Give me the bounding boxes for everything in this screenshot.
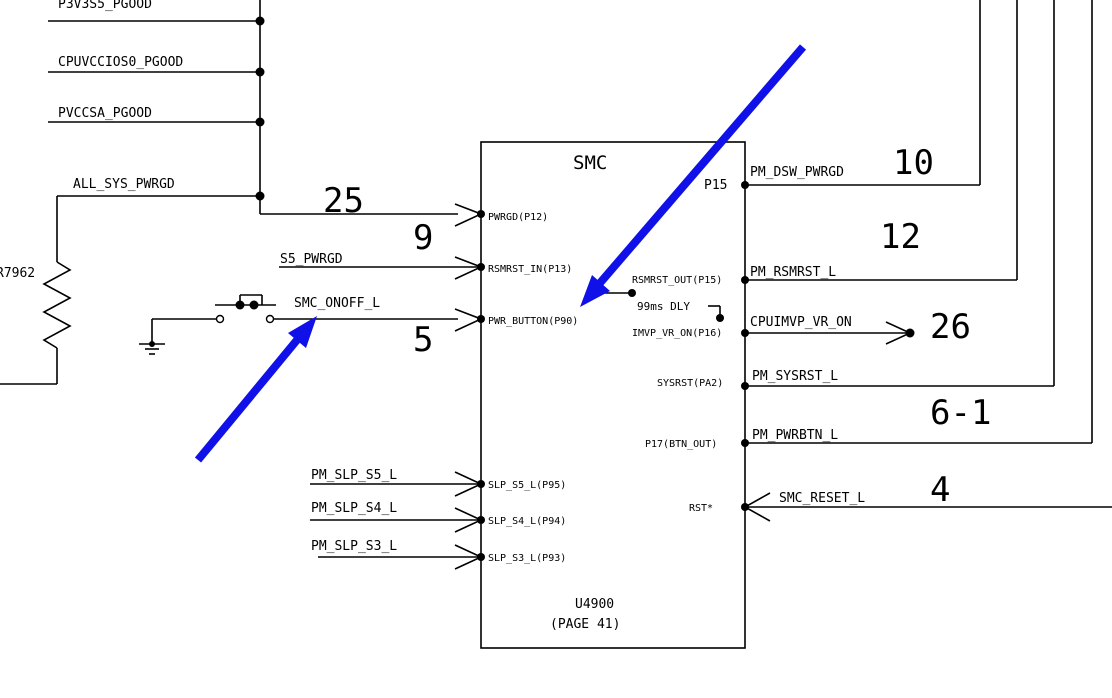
pin-dot (741, 276, 749, 284)
pin-dot (741, 329, 749, 337)
net-label-pm-slp-s4: PM_SLP_S4_L (311, 501, 397, 516)
pin-label-slp-s3: SLP_S3_L(P93) (488, 553, 566, 564)
pgood-bus (48, 0, 458, 215)
net-label-pm-slp-s5: PM_SLP_S5_L (311, 468, 397, 483)
pin-dot (477, 553, 485, 561)
net-label-pvccsa-pgood: PVCCSA_PGOOD (58, 106, 152, 121)
pin-dot (477, 210, 485, 218)
pin-label-rsmrst-out: RSMRST_OUT(P15) (632, 275, 722, 286)
pin-dot (741, 181, 749, 189)
step-number-12: 12 (880, 217, 921, 257)
step-number-26: 26 (930, 307, 971, 347)
net-label-pm-slp-s3: PM_SLP_S3_L (311, 539, 397, 554)
chip-page-ref: (PAGE 41) (550, 617, 620, 632)
pin-label-p15: P15 (704, 178, 727, 193)
annotation-arrow-to-smc-onoff (194, 316, 317, 463)
pin-label-pwrgd: PWRGD(P12) (488, 212, 548, 223)
net-label-pm-dsw-pwrgd: PM_DSW_PWRGD (750, 165, 844, 180)
chip-title: SMC (573, 152, 607, 174)
net-label-all-sys-pwrgd: ALL_SYS_PWRGD (73, 177, 175, 192)
delay-label: 99ms DLY (637, 300, 690, 313)
pin-dot (477, 315, 485, 323)
net-label-cpuimvp-vr-on: CPUIMVP_VR_ON (750, 315, 852, 330)
pin-dot (477, 480, 485, 488)
annotation-arrow-to-pwr-button (580, 44, 807, 307)
junction-dot (255, 16, 265, 26)
net-label-p3v3s5-pgood: P3V3S5_PGOOD (58, 0, 152, 12)
pin-dot (741, 503, 749, 511)
pin-dot (477, 516, 485, 524)
pin-dot (741, 382, 749, 390)
net-label-cpuvccios0-pgood: CPUVCCIOS0_PGOOD (58, 55, 183, 70)
step-number-6-1: 6-1 (930, 393, 991, 433)
step-number-9: 9 (413, 218, 433, 258)
net-label-s5-pwrgd: S5_PWRGD (280, 252, 343, 267)
smc-chip-body (480, 141, 746, 649)
pin-label-rsmrst-in: RSMRST_IN(P13) (488, 264, 572, 275)
net-label-smc-onoff: SMC_ONOFF_L (294, 296, 380, 311)
net-label-smc-reset: SMC_RESET_L (779, 491, 865, 506)
output-wires (743, 0, 1112, 522)
pin-label-slp-s5: SLP_S5_L(P95) (488, 480, 566, 491)
step-number-10: 10 (893, 143, 934, 183)
power-button-switch (152, 294, 458, 324)
step-number-5: 5 (413, 320, 433, 360)
step-number-4: 4 (930, 470, 950, 510)
pin-label-rst: RST* (689, 503, 713, 514)
pin-dot (741, 439, 749, 447)
ground-icon (139, 319, 165, 355)
chip-reference: U4900 (575, 597, 614, 612)
net-label-pm-rsmrst: PM_RSMRST_L (750, 265, 836, 280)
junction-dot (905, 328, 915, 338)
junction-dot (255, 67, 265, 77)
pin-label-imvp-vr-on: IMVP_VR_ON(P16) (632, 328, 722, 339)
pin-label-slp-s4: SLP_S4_L(P94) (488, 516, 566, 527)
pin-label-sysrst: SYSRST(PA2) (657, 378, 723, 389)
net-label-pm-sysrst: PM_SYSRST_L (752, 369, 838, 384)
resistor-r7962 (0, 196, 72, 385)
internal-delay (600, 289, 724, 322)
pin-dot (477, 263, 485, 271)
pin-label-btn-out: P17(BTN_OUT) (645, 439, 717, 450)
resistor-label: R7962 (0, 266, 35, 281)
junction-dot (255, 191, 265, 201)
junction-dot (255, 117, 265, 127)
step-number-25: 25 (323, 181, 364, 221)
net-label-pm-pwrbtn: PM_PWRBTN_L (752, 428, 838, 443)
pin-label-pwr-button: PWR_BUTTON(P90) (488, 316, 578, 327)
